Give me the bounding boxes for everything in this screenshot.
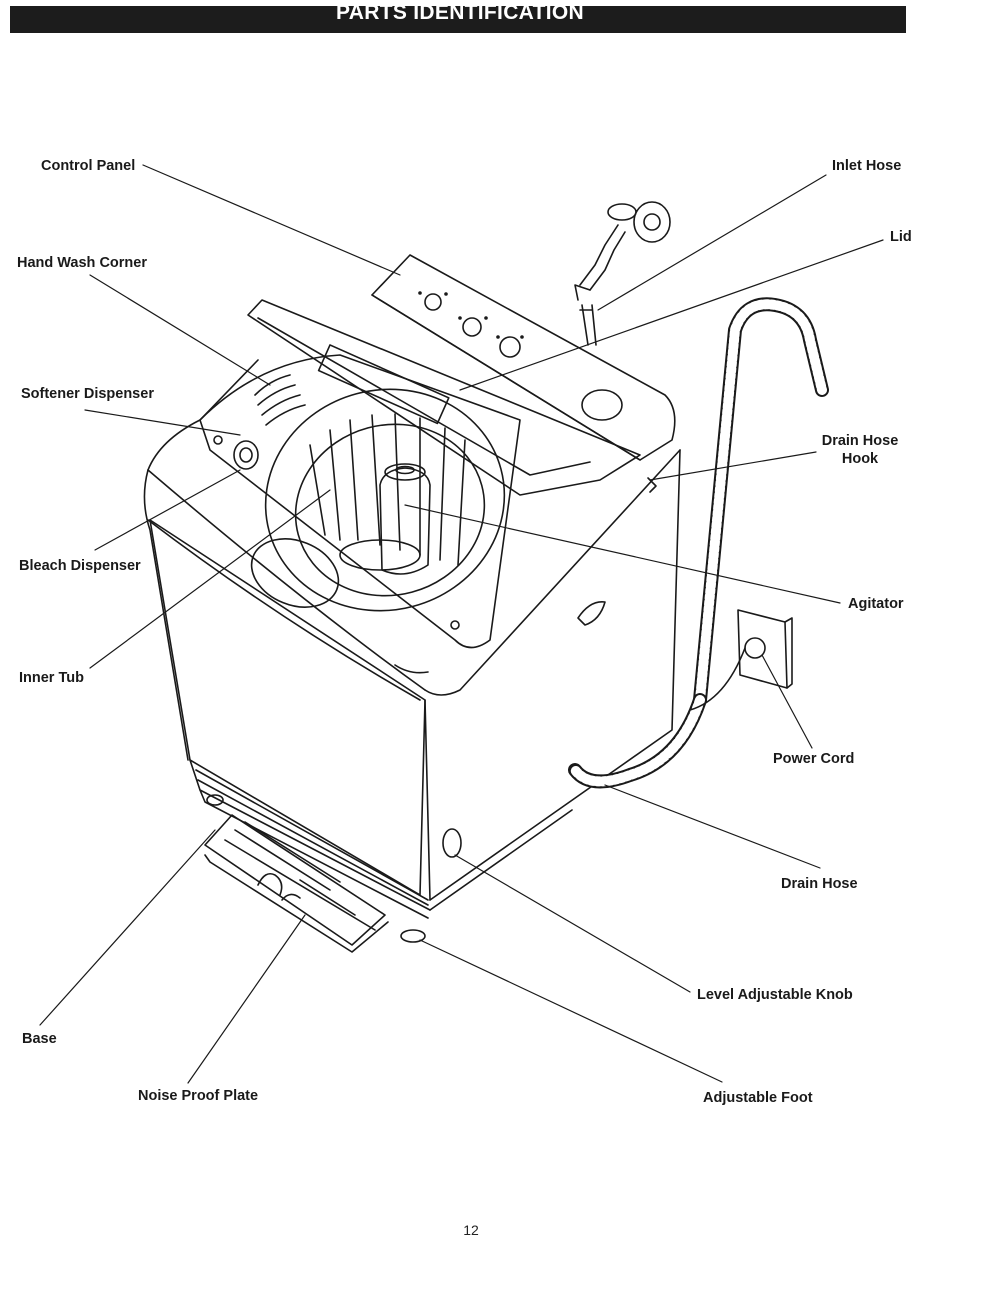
label-level-adjustable-knob: Level Adjustable Knob	[697, 987, 853, 1003]
tub-opening	[199, 354, 521, 649]
page-number: 12	[463, 1222, 479, 1238]
label-inner-tub: Inner Tub	[19, 670, 84, 686]
label-softener-dispenser: Softener Dispenser	[21, 386, 154, 402]
label-power-cord: Power Cord	[773, 751, 855, 767]
title-bar	[10, 6, 906, 33]
label-control-panel: Control Panel	[41, 158, 136, 174]
leader-lines	[39, 164, 884, 1084]
control-panel-lid	[247, 254, 676, 496]
cabinet-body	[143, 359, 681, 901]
label-drain-hose: Drain Hose	[781, 876, 858, 892]
label-drain-hose-hook: Drain Hose Hook	[812, 432, 908, 468]
label-agitator: Agitator	[848, 596, 904, 612]
label-bleach-dispenser: Bleach Dispenser	[19, 558, 141, 574]
label-hand-wash-corner: Hand Wash Corner	[17, 255, 147, 271]
label-lid: Lid	[890, 229, 912, 245]
label-drain-hose-hook-line2: Hook	[841, 451, 879, 467]
label-drain-hose-hook-line1: Drain Hose	[821, 433, 899, 449]
label-base: Base	[22, 1031, 57, 1047]
label-adjustable-foot: Adjustable Foot	[703, 1090, 813, 1106]
page-title: PARTS IDENTIFICATION	[336, 1, 584, 24]
label-inlet-hose: Inlet Hose	[832, 158, 902, 174]
power-outlet	[689, 609, 793, 711]
label-noise-proof-plate: Noise Proof Plate	[138, 1088, 259, 1104]
inlet-hose	[574, 201, 671, 346]
base-section	[189, 759, 573, 953]
drain-hose	[568, 297, 829, 789]
